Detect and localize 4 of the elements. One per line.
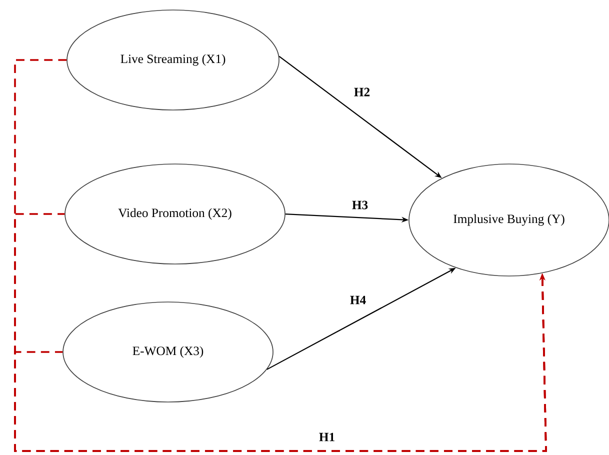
edge-label: H2 [352, 86, 372, 98]
edge-label: H3 [350, 199, 370, 211]
edge-label: H4 [348, 294, 368, 306]
edge-label: H1 [318, 431, 336, 443]
